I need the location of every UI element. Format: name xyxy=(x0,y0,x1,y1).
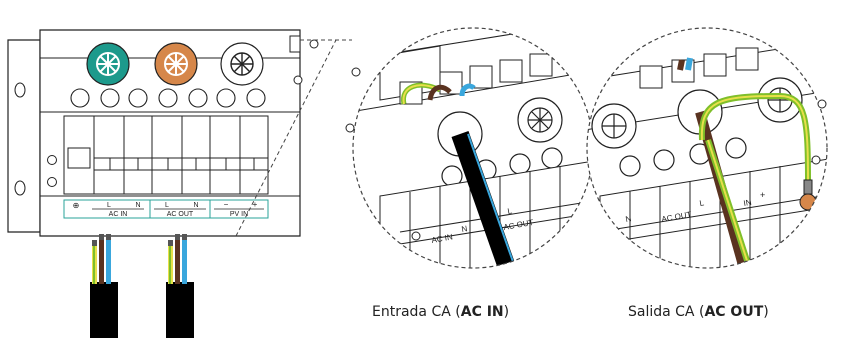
label-n-out: N xyxy=(193,202,198,209)
label-plus: + xyxy=(253,200,258,209)
ac-in-cable xyxy=(451,131,519,268)
caption-ac-in-suffix: ) xyxy=(503,304,510,320)
zoom-out-label-plus: + xyxy=(760,190,765,200)
caption-ac-out: Salida CA (AC OUT) xyxy=(628,304,769,320)
caption-ac-out-prefix: Salida CA ( xyxy=(628,304,705,320)
cable-ac-in xyxy=(90,234,118,338)
label-ac-in: AC IN xyxy=(109,211,128,218)
terminal-block xyxy=(63,115,269,195)
label-strip: ⊕ L N L N − + AC IN AC OUT PV IN xyxy=(63,199,269,219)
zoom-out-label-in: IN xyxy=(743,198,753,208)
zoom-in-label-l: L xyxy=(507,206,513,216)
label-l-out: L xyxy=(165,202,169,209)
device-panel: ⊕ L N L N − + AC IN AC OUT PV IN xyxy=(7,29,352,338)
caption-ac-out-bold: AC OUT xyxy=(704,304,764,320)
caption-ac-in-bold: AC IN xyxy=(460,304,504,320)
label-l-in: L xyxy=(107,202,111,209)
zoom-in-label-ac-in: AC IN xyxy=(431,232,454,245)
knockout-row xyxy=(70,88,266,108)
mount-hole-top xyxy=(14,82,26,98)
mount-hole-bottom xyxy=(14,180,26,196)
gland-ac-in xyxy=(86,42,130,86)
ground-screw-right xyxy=(293,75,303,85)
label-pv-in: PV IN xyxy=(230,211,248,218)
caption-ac-out-suffix: ) xyxy=(763,304,769,320)
gland-pv-in xyxy=(220,42,264,86)
zoom-ac-in: AC IN N AC OUT L xyxy=(345,27,594,269)
zoom-out-label-n: N xyxy=(625,214,632,224)
label-ac-out: AC OUT xyxy=(167,211,194,218)
ground-screw-left-2 xyxy=(47,177,57,187)
label-ground: ⊕ xyxy=(73,201,80,210)
gland-ac-out xyxy=(154,42,198,86)
zoom-ac-out: AC OUT N L IN + xyxy=(586,27,828,269)
label-n-in: N xyxy=(135,202,140,209)
cable-ac-out xyxy=(166,234,194,338)
zoom-in-label-n: N xyxy=(461,224,468,234)
ground-screw-left xyxy=(47,155,57,165)
zoom-guide-lower xyxy=(235,39,337,237)
zoom-out-label-l: L xyxy=(699,198,705,208)
caption-ac-in: Entrada CA (AC IN) xyxy=(372,304,509,320)
caption-ac-in-prefix: Entrada CA ( xyxy=(372,304,461,320)
label-minus: − xyxy=(224,200,229,209)
